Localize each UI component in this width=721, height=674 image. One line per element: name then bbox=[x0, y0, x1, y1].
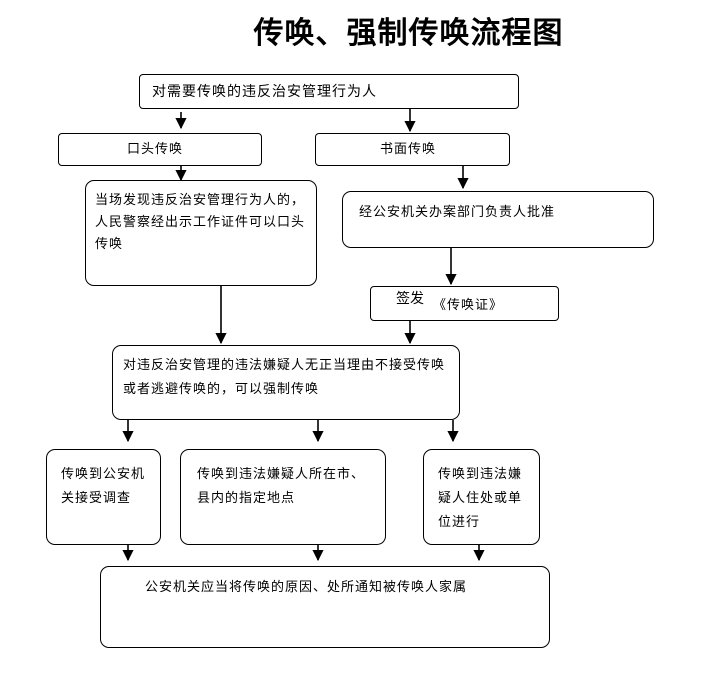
start-node-label: 对需要传唤的违反治安管理行为人 bbox=[152, 84, 377, 100]
approval-node: 经公安机关办案部门负责人批准 bbox=[342, 191, 654, 248]
verbal-summons-node: 口头传唤 bbox=[58, 133, 262, 166]
verbal-detail-label: 当场发现违反治安管理行为人的，人民警察经出示工作证件可以口头传唤 bbox=[95, 193, 306, 252]
verbal-summons-label: 口头传唤 bbox=[127, 142, 184, 157]
to-police-node: 传唤到公安机关接受调查 bbox=[46, 449, 161, 545]
verbal-detail-node: 当场发现违反治安管理行为人的，人民警察经出示工作证件可以口头传唤 bbox=[85, 180, 317, 286]
notify-family-label: 公安机关应当将传唤的原因、处所通知被传唤人家属 bbox=[145, 580, 468, 595]
page-title: 传唤、强制传唤流程图 bbox=[253, 16, 564, 51]
written-summons-node: 书面传唤 bbox=[315, 133, 510, 166]
compulsory-summons-label: 对违反治安管理的违法嫌疑人无正当理由不接受传唤或者逃避传唤的，可以强制传唤 bbox=[123, 358, 446, 397]
compulsory-summons-node: 对违反治安管理的违法嫌疑人无正当理由不接受传唤或者逃避传唤的，可以强制传唤 bbox=[112, 345, 460, 420]
to-residence-label: 传唤到违法嫌疑人住处或单位进行 bbox=[438, 467, 523, 530]
summons-certificate-node: 《传唤证》 bbox=[370, 286, 559, 321]
to-police-label: 传唤到公安机关接受调查 bbox=[61, 467, 146, 506]
summons-certificate-label: 《传唤证》 bbox=[433, 298, 504, 313]
sign-issue-label: 签发 bbox=[396, 291, 424, 307]
approval-label: 经公安机关办案部门负责人批准 bbox=[359, 205, 556, 220]
to-residence-node: 传唤到违法嫌疑人住处或单位进行 bbox=[423, 449, 540, 545]
to-city-node: 传唤到违法嫌疑人所在市、县内的指定地点 bbox=[180, 449, 386, 545]
start-node: 对需要传唤的违反治安管理行为人 bbox=[139, 74, 519, 109]
notify-family-node: 公安机关应当将传唤的原因、处所通知被传唤人家属 bbox=[100, 566, 550, 648]
to-city-label: 传唤到违法嫌疑人所在市、县内的指定地点 bbox=[197, 467, 366, 506]
written-summons-label: 书面传唤 bbox=[380, 142, 437, 157]
